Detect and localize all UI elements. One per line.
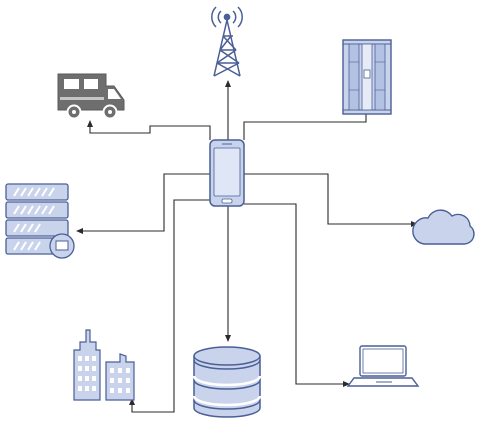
city-buildings-icon <box>73 329 135 401</box>
radio-tower-icon <box>211 6 243 77</box>
arrow-database <box>225 335 231 342</box>
server-stack-icon <box>5 183 75 259</box>
wire-to-server <box>80 173 210 232</box>
smartphone-icon <box>209 139 245 207</box>
wire-to-cloud <box>244 173 414 225</box>
camper-van-icon <box>57 73 125 120</box>
arrow-server <box>76 228 83 234</box>
wire-to-buildings <box>131 199 210 413</box>
arrow-laptop <box>343 381 350 387</box>
wire-to-laptop <box>244 203 346 385</box>
arrow-antenna <box>225 80 231 87</box>
wire-to-server-rack <box>243 110 367 140</box>
wire-to-rv <box>89 124 211 140</box>
server-rack-icon <box>342 39 392 115</box>
arrow-buildings <box>129 398 135 405</box>
laptop-icon <box>346 345 420 387</box>
connections <box>80 84 414 413</box>
cloud-icon <box>412 209 475 245</box>
database-icon <box>192 346 262 418</box>
arrow-rv <box>87 120 93 127</box>
